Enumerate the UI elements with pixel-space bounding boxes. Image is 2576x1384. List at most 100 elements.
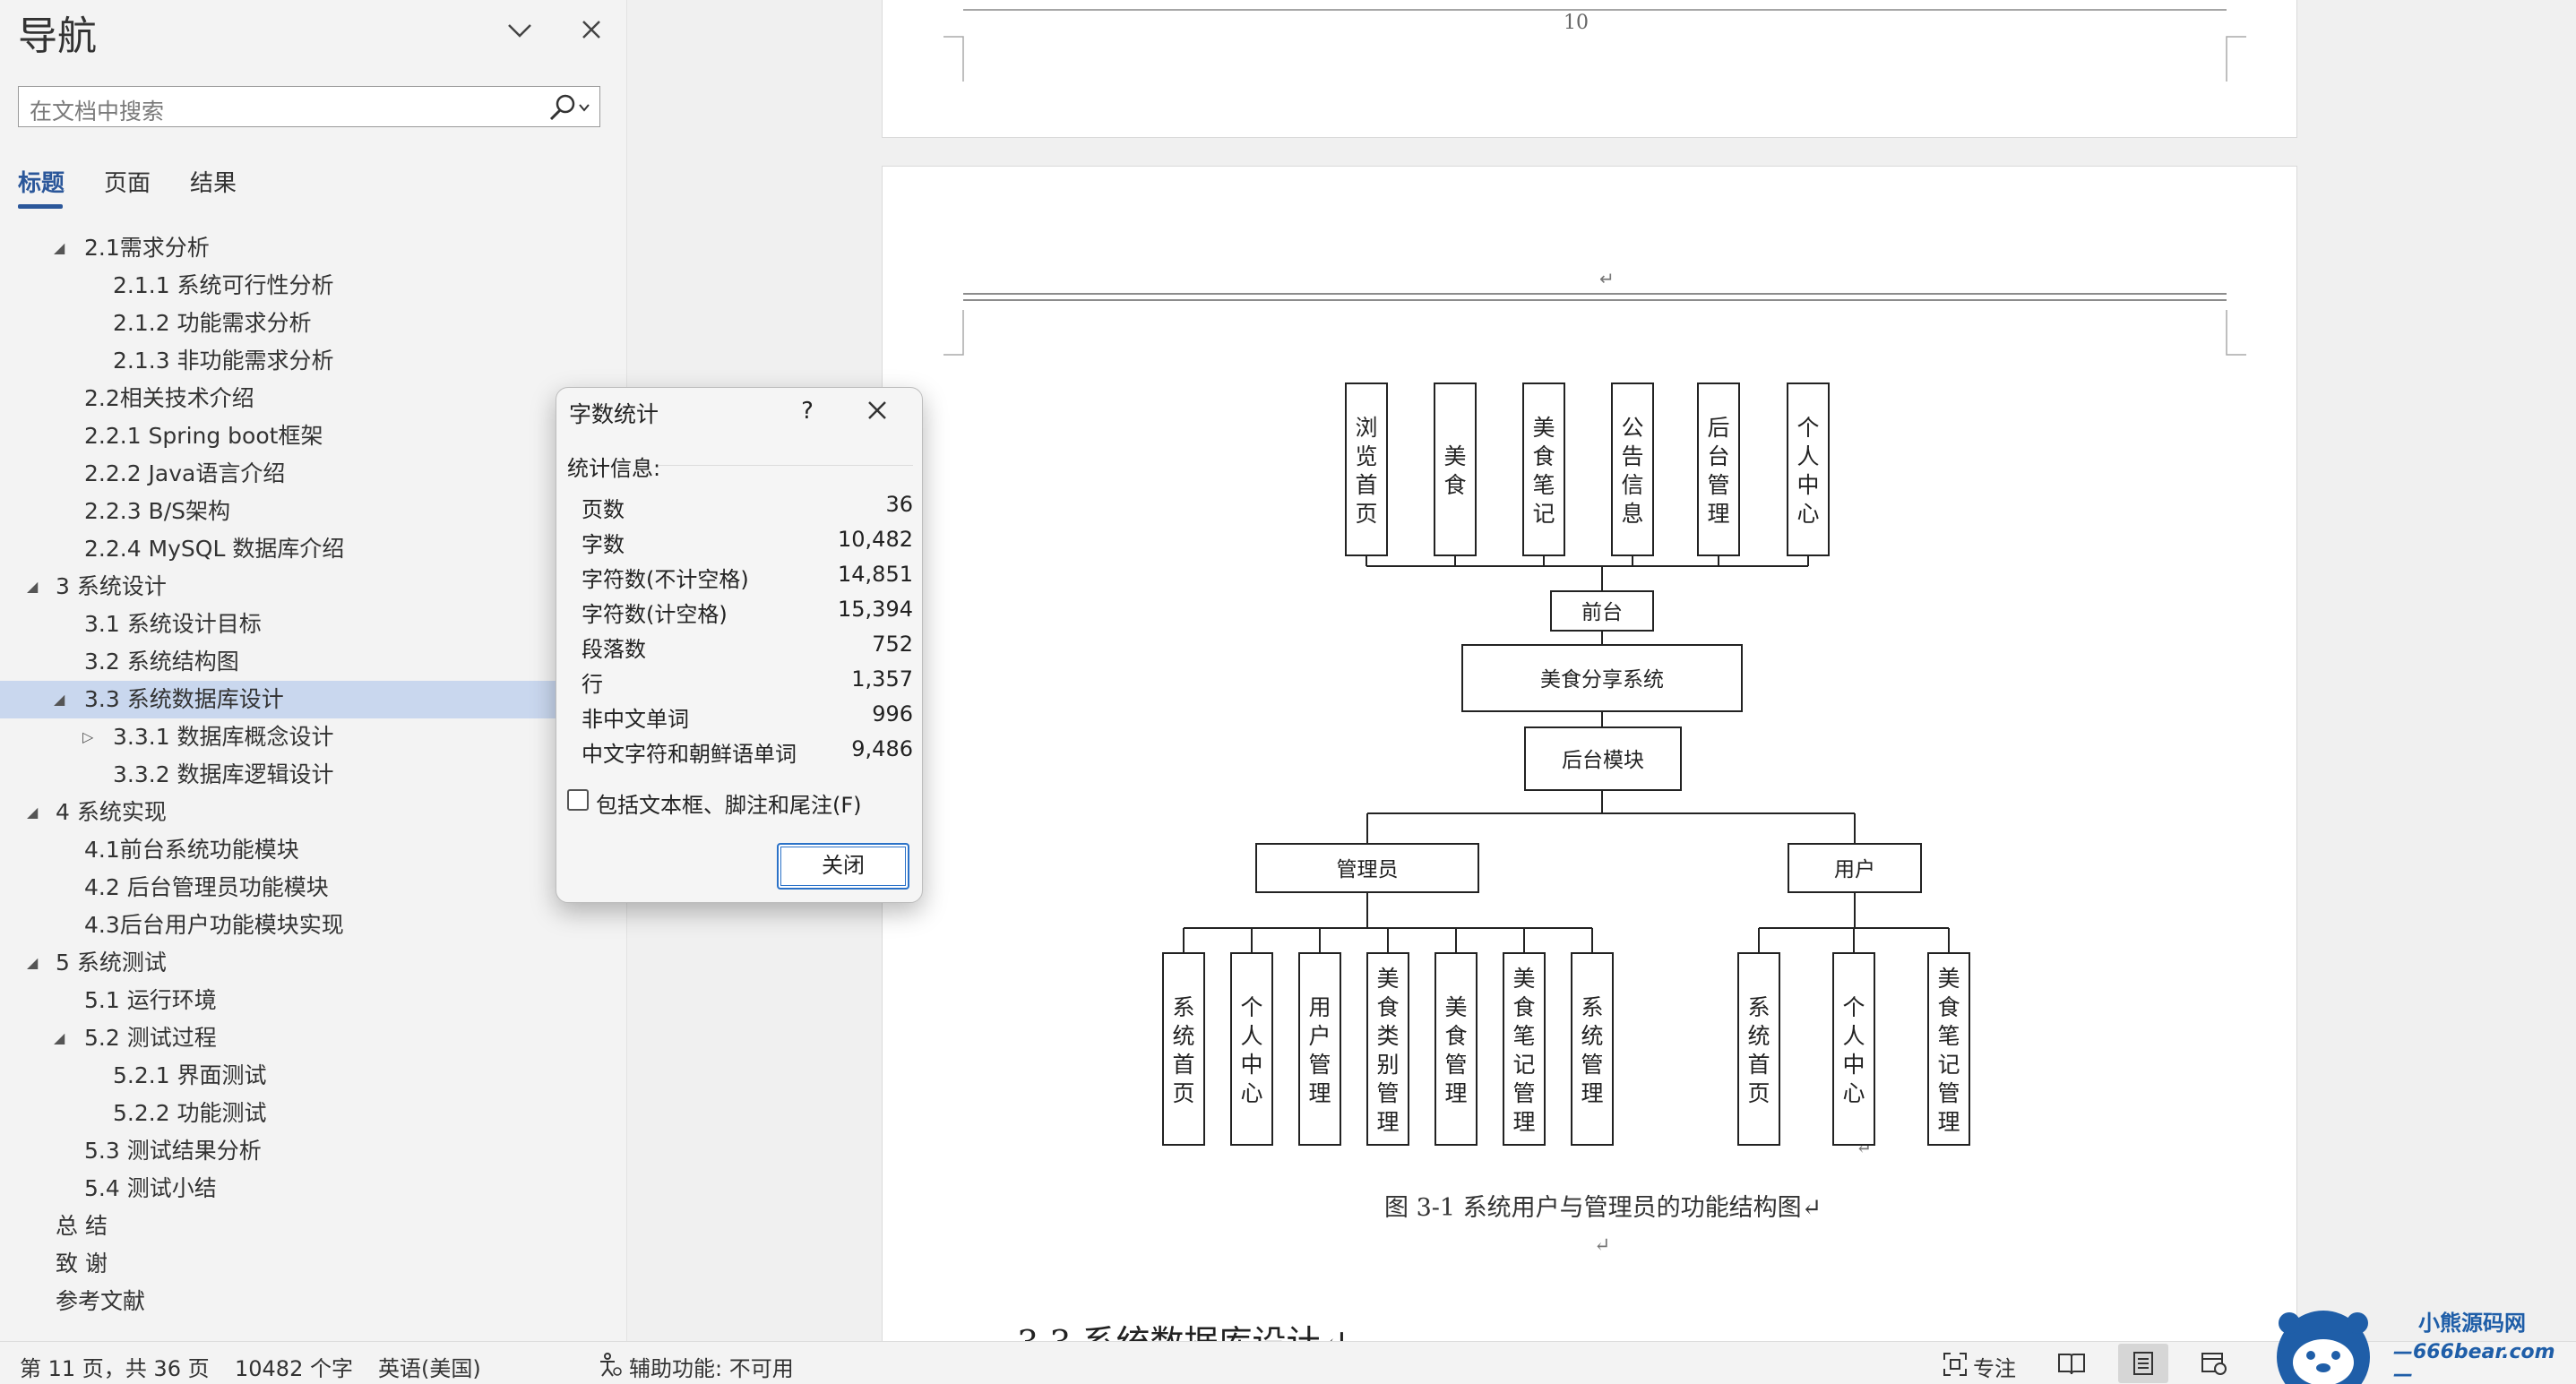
heading-item[interactable]: 5.3 测试结果分析 [0,1132,556,1170]
heading-label: 参考文献 [56,1288,146,1314]
close-button[interactable]: 关闭 [777,843,909,890]
search-icon[interactable] [544,92,592,123]
heading-item[interactable]: 2.1.2 功能需求分析 [0,305,556,342]
stats-section-label: 统计信息: [567,456,661,481]
heading-item[interactable]: 致 谢 [0,1245,556,1283]
heading-item[interactable]: ◢5 系统测试 [0,944,556,982]
svg-text:首: 首 [1172,1052,1194,1078]
collapse-triangle-icon[interactable]: ◢ [27,804,39,821]
heading-item[interactable]: 3.3.2 数据库逻辑设计 [0,756,556,794]
svg-text:页: 页 [1355,501,1377,527]
diagram-backend-box: 后台模块 [1524,726,1682,791]
svg-text:美: 美 [1512,966,1535,992]
collapse-triangle-icon[interactable]: ◢ [54,1029,65,1046]
svg-text:笔: 笔 [1937,1023,1960,1049]
heading-item[interactable]: ◢4 系统实现 [0,794,556,831]
heading-item[interactable]: 4.2 后台管理员功能模块 [0,869,556,907]
heading-item[interactable]: ◢ 3 系统设计 [0,568,556,606]
close-icon [582,21,600,39]
svg-text:管: 管 [1707,472,1729,498]
heading-item[interactable]: 5.1 运行环境 [0,982,556,1019]
tab-results[interactable]: 结果 [190,170,237,197]
heading-item[interactable]: 2.2.1 Spring boot框架 [0,417,556,455]
tab-headings[interactable]: 标题 [18,170,65,197]
help-button[interactable]: ? [801,398,814,425]
heading-item[interactable]: 5.2.2 功能测试 [0,1095,556,1132]
function-structure-diagram: 浏览首页美食美食笔记公告信息后台管理个人中心前台美食分享系统后台模块管理员用户系… [1162,383,1970,1146]
svg-text:个: 个 [1240,994,1262,1020]
heading-item[interactable]: 总 结 [0,1208,556,1245]
heading-item[interactable]: 4.1前台系统功能模块 [0,831,556,869]
include-textboxes-checkbox[interactable] [567,789,589,811]
heading-label: 3 系统设计 [56,573,167,599]
heading-item[interactable]: 5.2.1 界面测试 [0,1057,556,1095]
heading-item[interactable]: 3.2 系统结构图 [0,643,556,681]
read-mode-icon[interactable] [2057,1351,2086,1376]
heading-item[interactable]: 2.2.2 Java语言介绍 [0,455,556,493]
collapse-triangle-icon[interactable]: ◢ [27,954,39,971]
heading-item[interactable]: ◢2.1需求分析 [0,229,556,267]
svg-text:食: 食 [1532,443,1555,469]
svg-text:心: 心 [1842,1080,1865,1106]
tab-pages[interactable]: 页面 [104,170,151,197]
svg-text:人: 人 [1842,1023,1865,1049]
heading-item[interactable]: ◢5.2 测试过程 [0,1019,556,1057]
heading-item[interactable]: 2.2.4 MySQL 数据库介绍 [0,530,556,568]
svg-text:后: 后 [1707,415,1729,441]
diagram-user-box: 用户 [1788,843,1922,893]
heading-item[interactable]: ▷3.3.1 数据库概念设计 [0,718,556,756]
heading-item[interactable]: 3.1 系统设计目标 [0,606,556,643]
page-indicator[interactable]: 第 11 页，共 36 页 [20,1356,210,1381]
heading-item[interactable]: 2.1.1 系统可行性分析 [0,267,556,305]
svg-text:记: 记 [1512,1052,1535,1078]
svg-text:美食分享系统: 美食分享系统 [1540,668,1664,692]
collapse-triangle-icon[interactable]: ◢ [54,239,65,256]
web-layout-icon[interactable] [2201,1351,2227,1376]
svg-text:理: 理 [1707,501,1729,527]
close-pane-button[interactable] [570,13,613,48]
diagram-top-box: 后台管理 [1697,383,1740,556]
heading-label: 2.2相关技术介绍 [84,385,254,411]
collapse-triangle-icon[interactable]: ◢ [27,578,39,595]
heading-label: 致 谢 [56,1251,108,1277]
heading-item[interactable]: 2.2.3 B/S架构 [0,493,556,530]
word-count-indicator[interactable]: 10482 个字 [235,1356,353,1381]
heading-item[interactable]: 参考文献 [0,1283,556,1320]
heading-item[interactable]: 2.1.3 非功能需求分析 [0,342,556,380]
language-indicator[interactable]: 英语(美国) [378,1356,481,1381]
print-layout-button[interactable] [2118,1344,2168,1383]
svg-text:美: 美 [1532,415,1555,441]
page-header-marks [943,9,2246,82]
expand-triangle-icon[interactable]: ▷ [82,728,94,745]
stat-label: 页数 [582,497,625,522]
focus-icon [1943,1353,1967,1376]
heading-item[interactable]: ◢3.3 系统数据库设计 [0,681,556,718]
svg-text:个: 个 [1842,994,1865,1020]
document-page-prev: 10 [882,0,2297,138]
svg-text:览: 览 [1355,443,1377,469]
heading-label: 4.3后台用户功能模块实现 [84,912,344,938]
heading-label: 5.3 测试结果分析 [84,1138,262,1164]
accessibility-indicator[interactable]: 辅助功能: 不可用 [629,1356,794,1381]
include-textboxes-label[interactable]: 包括文本框、脚注和尾注(F) [596,793,862,818]
dialog-close-icon-button[interactable] [856,393,899,429]
svg-text:系: 系 [1581,994,1603,1020]
heading-item[interactable]: 4.3后台用户功能模块实现 [0,907,556,944]
svg-text:前台: 前台 [1581,601,1623,624]
heading-item[interactable]: 2.2相关技术介绍 [0,380,556,417]
svg-text:管: 管 [1308,1052,1331,1078]
heading-item[interactable]: 5.4 测试小结 [0,1170,556,1208]
pane-options-button[interactable] [498,13,541,48]
svg-text:人: 人 [1796,443,1819,469]
focus-mode-button[interactable]: 专注 [1973,1356,2016,1381]
collapse-triangle-icon[interactable]: ◢ [54,691,65,708]
search-input[interactable]: 在文档中搜索 [18,86,600,127]
